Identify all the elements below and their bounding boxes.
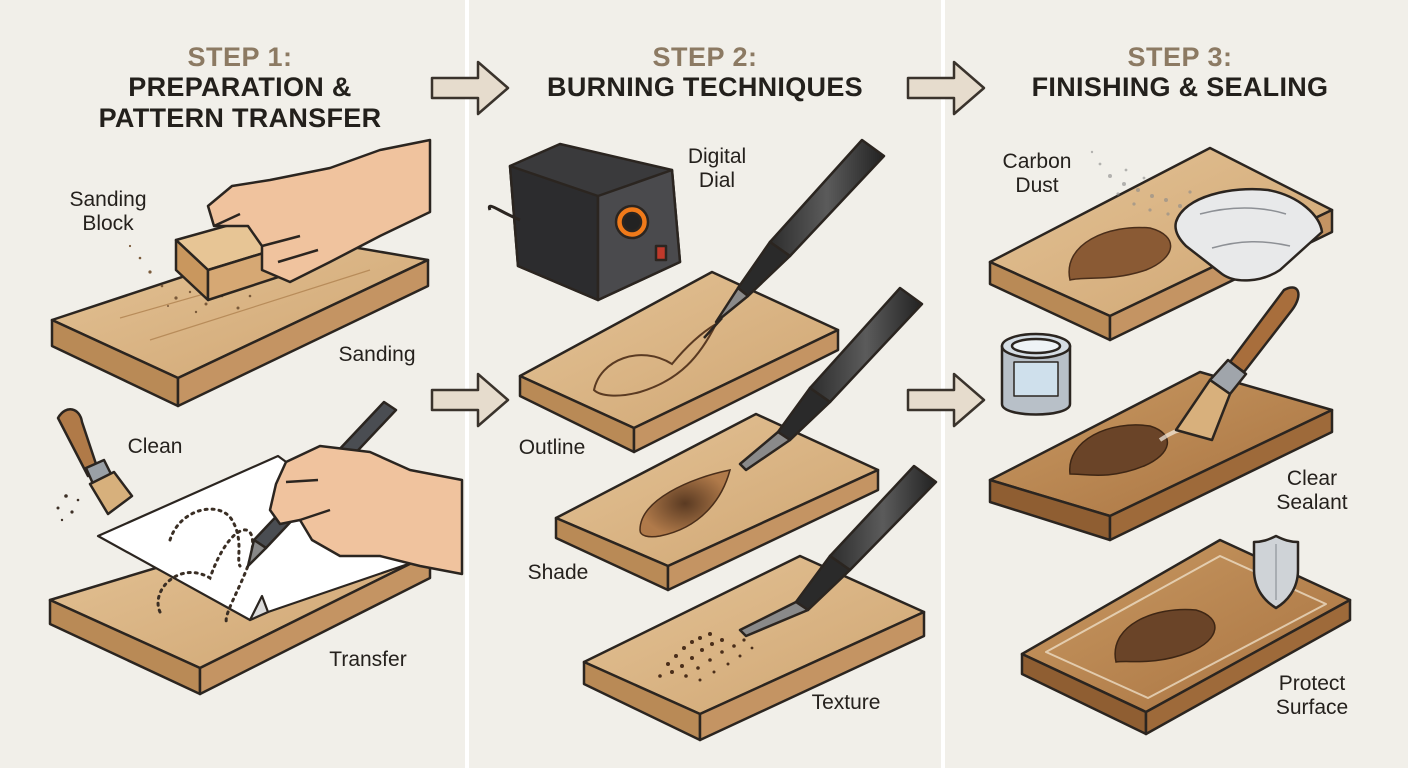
label-clear-sealant-line-1: Clear (1286, 467, 1338, 490)
label-clean: Clean (127, 435, 183, 458)
label-digital-dial: Digital Dial (678, 145, 756, 193)
label-clear-sealant: Clear Sealant (1262, 467, 1362, 515)
step-2-title: BURNING TECHNIQUES (547, 72, 863, 102)
label-protect-surface-line-2: Surface (1275, 696, 1349, 719)
label-transfer: Transfer (329, 648, 407, 671)
label-digital-dial-line-2: Dial (698, 169, 736, 192)
dusting-brush-icon (56, 408, 134, 516)
cleaning-cloth-icon (1174, 187, 1324, 282)
dust-specks (56, 494, 80, 522)
dotted-pattern-on-paper (168, 507, 242, 568)
label-outline: Outline (518, 436, 586, 459)
step-2-heading: STEP 2: BURNING TECHNIQUES (520, 42, 890, 103)
burning-pen-icon (738, 286, 924, 472)
label-protect-surface: Protect Surface (1262, 672, 1362, 720)
texture-board (582, 554, 926, 742)
label-sanding-block-line-1: Sanding (69, 188, 147, 211)
label-sanding: Sanding (338, 343, 416, 366)
flow-arrow-icon (906, 60, 986, 116)
power-station-icon (487, 142, 682, 302)
step-3-number: STEP 3: (1127, 42, 1233, 72)
step-1-title-line-2: PATTERN TRANSFER (98, 103, 382, 133)
label-texture: Texture (811, 691, 881, 714)
leaf-burn-carbon (1068, 226, 1172, 281)
label-carbon-dust-line-1: Carbon (1002, 150, 1072, 173)
step-1-number: STEP 1: (187, 42, 293, 72)
burning-pen-icon (703, 138, 886, 339)
paint-brush-icon (1174, 286, 1300, 442)
step-2-number: STEP 2: (652, 42, 758, 72)
leaf-burn-protected (1114, 608, 1216, 663)
step-1-title-line-1: PREPARATION & (128, 72, 352, 102)
label-carbon-dust-line-2: Dust (1015, 174, 1059, 197)
label-shade: Shade (527, 561, 589, 584)
flow-arrow-icon (430, 60, 510, 116)
stipple-texture-burn (658, 632, 754, 682)
outline-board (518, 270, 840, 454)
label-protect-surface-line-1: Protect (1278, 672, 1346, 695)
panel-divider (465, 0, 469, 768)
sealant-can-icon (1000, 332, 1072, 416)
label-clear-sealant-line-2: Sealant (1276, 491, 1348, 514)
writing-hand-icon (268, 444, 464, 576)
label-digital-dial-line-1: Digital (687, 145, 747, 168)
hand-icon (206, 138, 432, 284)
label-sanding-block-line-2: Block (82, 212, 134, 235)
carbon-dust-cloud (1090, 150, 1192, 216)
label-sanding-block: Sanding Block (58, 188, 158, 236)
sawdust-particles (128, 244, 252, 314)
panel-divider (941, 0, 945, 768)
step-3-heading: STEP 3: FINISHING & SEALING (990, 42, 1370, 103)
shield-icon (1252, 534, 1300, 610)
burning-pen-icon (738, 464, 938, 638)
step-1-heading: STEP 1: PREPARATION & PATTERN TRANSFER (60, 42, 420, 134)
flow-arrow-icon (430, 372, 510, 428)
label-carbon-dust: Carbon Dust (992, 150, 1082, 198)
leaf-shaded-burn (639, 469, 732, 538)
flow-arrow-icon (906, 372, 986, 428)
step-3-title: FINISHING & SEALING (1031, 72, 1329, 102)
